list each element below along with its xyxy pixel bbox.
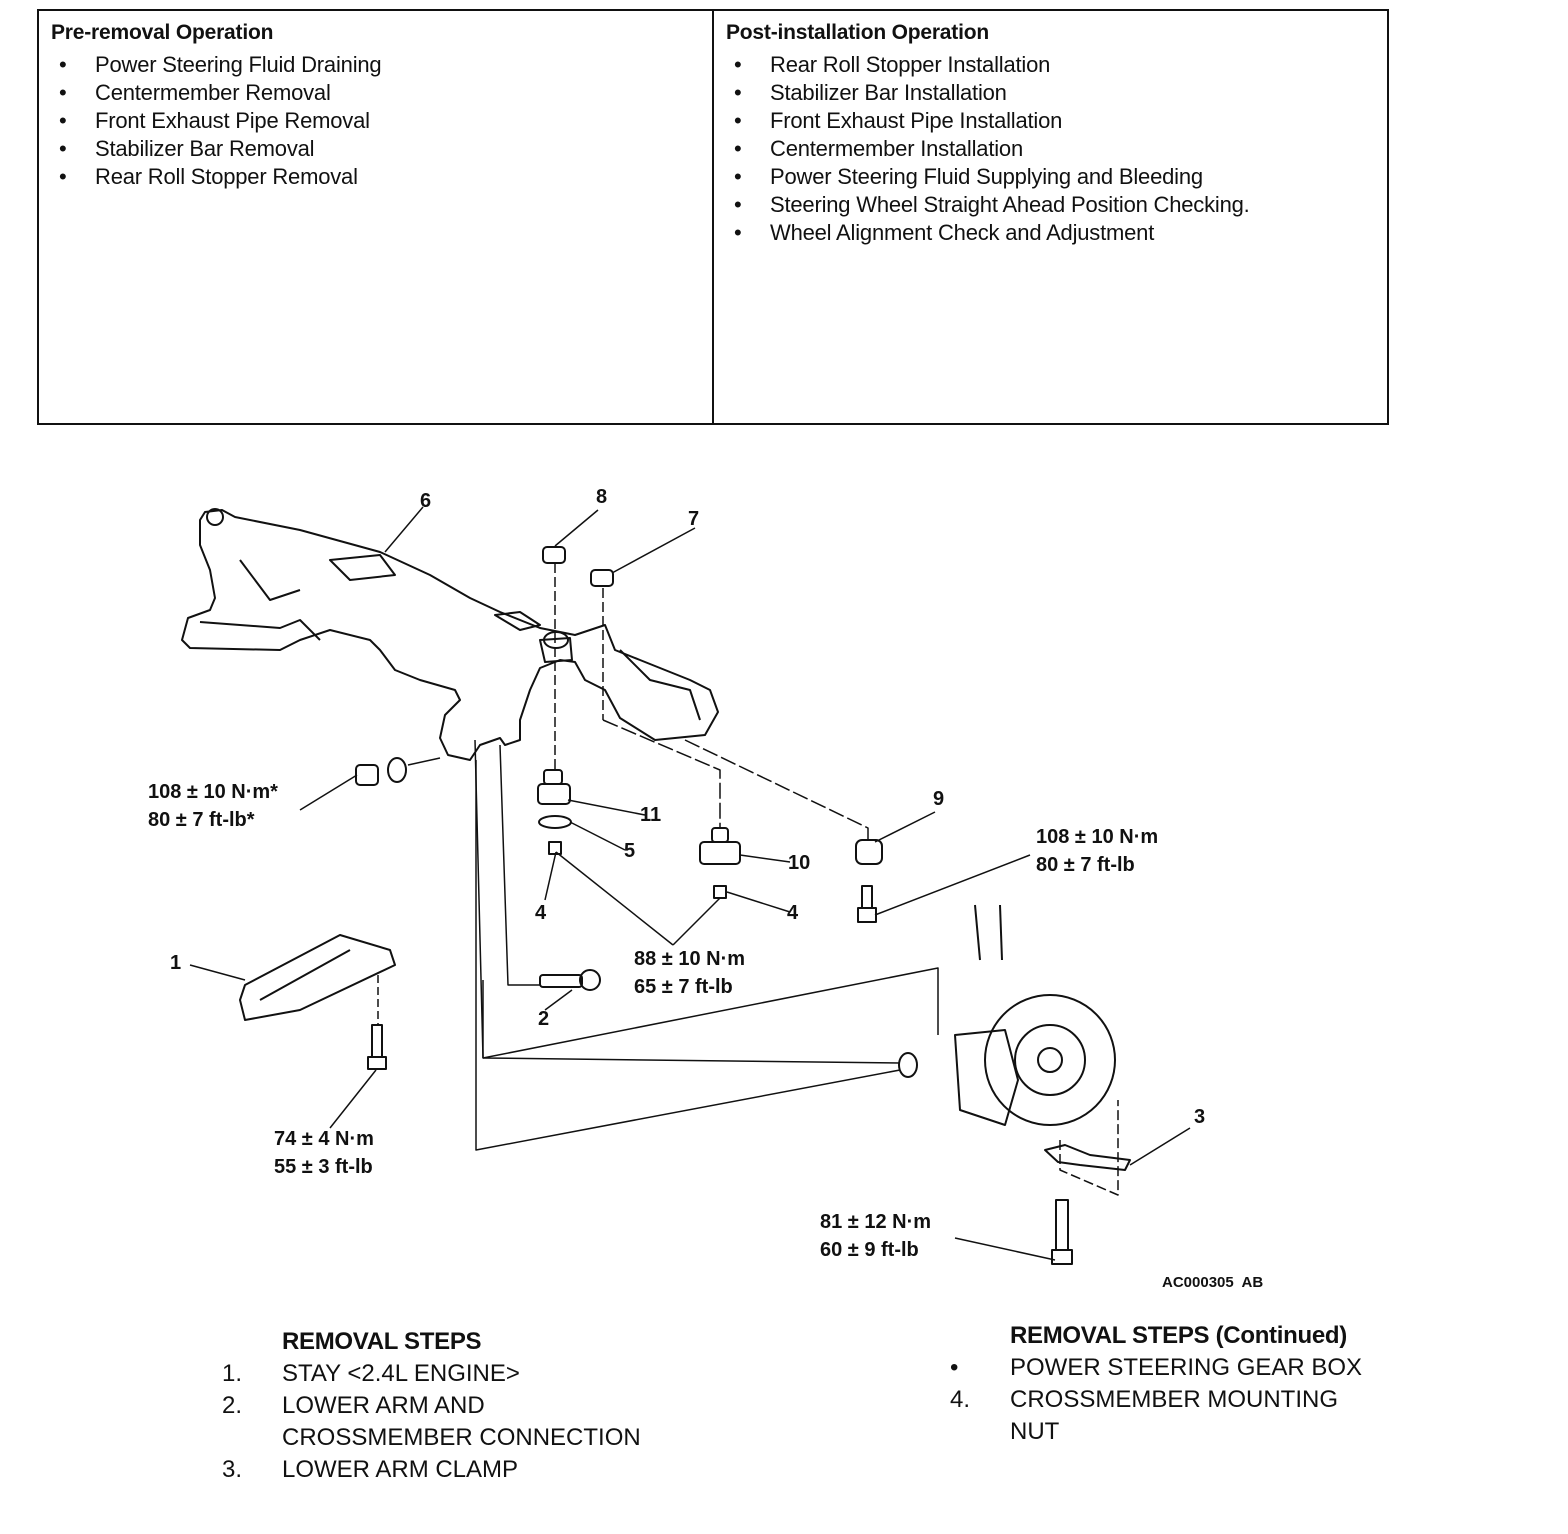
torque-ftlb: 55 ± 3 ft-lb <box>274 1156 373 1178</box>
part-4-nut <box>548 841 562 855</box>
knuckle-hub-assembly <box>898 904 1116 1126</box>
part-10-insulator <box>699 827 741 865</box>
step-number: 1. <box>222 1360 243 1387</box>
list-item: Power Steering Fluid Supplying and Bleed… <box>726 163 1375 191</box>
part-1-stay <box>239 934 396 1021</box>
stay-bolt <box>367 1024 387 1070</box>
part-11-insulator <box>537 769 571 805</box>
part-3-clamp <box>1044 1144 1131 1171</box>
removal-steps-continued-title: REMOVAL STEPS (Continued) <box>1010 1322 1347 1349</box>
list-item: Front Exhaust Pipe Removal <box>51 107 700 135</box>
list-item: Front Exhaust Pipe Installation <box>726 107 1375 135</box>
part-5-washer <box>538 815 572 829</box>
part-number-5: 5 <box>624 840 636 862</box>
removal-steps-continued: REMOVAL STEPS (Continued) • POWER STEERIN… <box>950 1320 1362 1448</box>
step-number: 3. <box>222 1456 243 1483</box>
step-number: 4. <box>950 1386 971 1413</box>
bolt-9 <box>857 885 877 923</box>
operations-table: Pre-removal Operation Power Steering Flu… <box>37 9 1389 425</box>
crossmember-nut <box>355 757 407 786</box>
figure-code: AC000305 AB <box>1162 1274 1264 1291</box>
step-item: CROSSMEMBER CONNECTION <box>222 1422 641 1454</box>
part-number-6: 6 <box>420 490 432 512</box>
clamp-bolt <box>1051 1199 1073 1265</box>
list-item: Steering Wheel Straight Ahead Position C… <box>726 191 1375 219</box>
step-text: LOWER ARM AND <box>282 1392 485 1419</box>
step-text: STAY <2.4L ENGINE> <box>282 1360 520 1387</box>
step-text: POWER STEERING GEAR BOX <box>1010 1354 1363 1381</box>
list-item: Stabilizer Bar Removal <box>51 135 700 163</box>
step-text: NUT <box>1010 1418 1060 1445</box>
part-number-7: 7 <box>688 508 700 530</box>
torque-mounting-nut: 88 ± 10 N·m 65 ± 7 ft-lb <box>634 945 745 1001</box>
pre-removal-column: Pre-removal Operation Power Steering Flu… <box>39 11 712 423</box>
part-2-bolt <box>539 969 601 991</box>
step-number: 2. <box>222 1392 243 1419</box>
torque-nm: 108 ± 10 N·m <box>1036 826 1159 848</box>
pre-removal-list: Power Steering Fluid Draining Centermemb… <box>51 51 700 191</box>
torque-bushing-bolt: 108 ± 10 N·m 80 ± 7 ft-lb <box>1036 823 1158 879</box>
step-item: 3. LOWER ARM CLAMP <box>222 1454 641 1486</box>
list-item: Power Steering Fluid Draining <box>51 51 700 79</box>
removal-steps-title: REMOVAL STEPS <box>282 1328 482 1355</box>
list-item: Wheel Alignment Check and Adjustment <box>726 219 1375 247</box>
list-item: Centermember Installation <box>726 135 1375 163</box>
part-7-bushing <box>590 569 614 587</box>
part-number-8: 8 <box>596 486 608 508</box>
torque-clamp-bolt: 81 ± 12 N·m 60 ± 9 ft-lb <box>820 1208 931 1264</box>
torque-nm: 108 ± 10 N·m* <box>148 781 278 803</box>
step-number <box>222 1422 282 1454</box>
post-installation-list: Rear Roll Stopper Installation Stabilize… <box>726 51 1375 247</box>
step-item: NUT <box>950 1416 1362 1448</box>
torque-ftlb: 60 ± 9 ft-lb <box>820 1239 919 1261</box>
part-number-2: 2 <box>538 1008 550 1030</box>
part-number-4: 4 <box>535 902 547 924</box>
step-number <box>950 1416 1010 1448</box>
list-item: Centermember Removal <box>51 79 700 107</box>
leader-lines <box>189 506 1191 1261</box>
torque-stay-bolt: 74 ± 4 N·m 55 ± 3 ft-lb <box>274 1125 374 1181</box>
step-item: 1. STAY <2.4L ENGINE> <box>222 1358 641 1390</box>
list-item: Rear Roll Stopper Removal <box>51 163 700 191</box>
part-number-1: 1 <box>170 952 182 974</box>
torque-nm: 81 ± 12 N·m <box>820 1211 932 1233</box>
list-item: Rear Roll Stopper Installation <box>726 51 1375 79</box>
part-8-bushing <box>542 546 566 564</box>
step-text: LOWER ARM CLAMP <box>282 1456 519 1483</box>
torque-ftlb: 80 ± 7 ft-lb* <box>148 809 255 831</box>
post-installation-title: Post-installation Operation <box>726 21 989 44</box>
step-text: CROSSMEMBER MOUNTING <box>1010 1386 1339 1413</box>
post-installation-column: Post-installation Operation Rear Roll St… <box>712 11 1387 423</box>
exploded-parts-diagram: 6 8 7 11 5 4 10 4 9 1 2 3 108 ± 10 N·m* … <box>0 430 1568 1310</box>
step-text: CROSSMEMBER CONNECTION <box>282 1424 641 1451</box>
step-item: 4. CROSSMEMBER MOUNTING <box>950 1384 1362 1416</box>
part-number-11: 11 <box>640 804 662 826</box>
step-item: 2. LOWER ARM AND <box>222 1390 641 1422</box>
pre-removal-title: Pre-removal Operation <box>51 21 274 44</box>
part-number-4-second: 4 <box>787 902 799 924</box>
step-item: • POWER STEERING GEAR BOX <box>950 1352 1362 1384</box>
part-number-3: 3 <box>1194 1106 1206 1128</box>
crossmember-illustration <box>181 508 719 761</box>
part-number-9: 9 <box>933 788 945 810</box>
part-4-nut-2 <box>713 885 727 899</box>
list-item: Stabilizer Bar Installation <box>726 79 1375 107</box>
torque-nm: 88 ± 10 N·m <box>634 948 746 970</box>
torque-ftlb: 80 ± 7 ft-lb <box>1036 854 1135 876</box>
torque-nm: 74 ± 4 N·m <box>274 1128 374 1150</box>
step-bullet: • <box>950 1354 959 1381</box>
removal-steps: REMOVAL STEPS 1. STAY <2.4L ENGINE> 2. LOW… <box>222 1326 641 1486</box>
torque-crossmember-nut: 108 ± 10 N·m* 80 ± 7 ft-lb* <box>148 778 278 834</box>
part-9-bushing <box>855 839 883 865</box>
part-number-10: 10 <box>788 852 811 874</box>
diagram-drawing <box>181 506 1191 1265</box>
torque-ftlb: 65 ± 7 ft-lb <box>634 976 733 998</box>
